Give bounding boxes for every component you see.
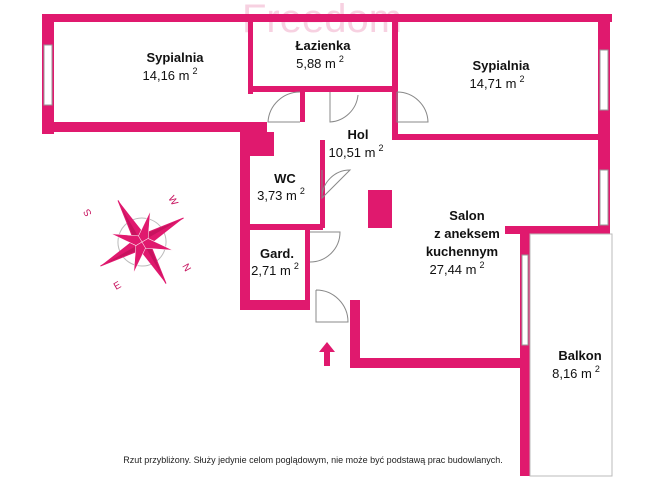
svg-text:Sypialnia: Sypialnia xyxy=(146,50,204,65)
walls xyxy=(42,14,612,476)
svg-text:Łazienka: Łazienka xyxy=(296,38,352,53)
compass-label-s: S xyxy=(82,206,95,218)
svg-text:14,16 m2: 14,16 m2 xyxy=(143,66,198,83)
window xyxy=(521,254,529,346)
svg-text:10,51 m2: 10,51 m2 xyxy=(329,143,384,160)
svg-text:5,88 m2: 5,88 m2 xyxy=(296,54,344,71)
svg-text:Gard.: Gard. xyxy=(260,246,294,261)
svg-text:2,71 m2: 2,71 m2 xyxy=(251,261,299,278)
svg-text:Balkon: Balkon xyxy=(558,348,601,363)
window xyxy=(599,49,609,111)
doors xyxy=(267,91,429,323)
svg-text:kuchennym: kuchennym xyxy=(426,244,498,259)
svg-text:3,73 m2: 3,73 m2 xyxy=(257,186,305,203)
compass-label-n: N xyxy=(179,262,192,274)
disclaimer-note: Rzut przybliżony. Służy jedynie celom po… xyxy=(123,455,503,465)
svg-text:WC: WC xyxy=(274,171,296,186)
balcony-outline xyxy=(529,233,613,477)
svg-text:14,71 m2: 14,71 m2 xyxy=(470,74,525,91)
window xyxy=(599,169,609,226)
svg-text:Sypialnia: Sypialnia xyxy=(472,58,530,73)
compass-label-e: E xyxy=(112,280,124,293)
compass-label-w: W xyxy=(165,194,180,208)
window xyxy=(43,44,53,106)
entrance-arrow-icon xyxy=(319,342,335,366)
svg-text:z aneksem: z aneksem xyxy=(434,226,500,241)
svg-text:Salon: Salon xyxy=(449,208,484,223)
svg-text:8,16 m2: 8,16 m2 xyxy=(552,364,600,381)
svg-text:27,44 m2: 27,44 m2 xyxy=(430,260,485,277)
svg-text:Hol: Hol xyxy=(348,127,369,142)
compass-rose-icon xyxy=(100,200,184,284)
